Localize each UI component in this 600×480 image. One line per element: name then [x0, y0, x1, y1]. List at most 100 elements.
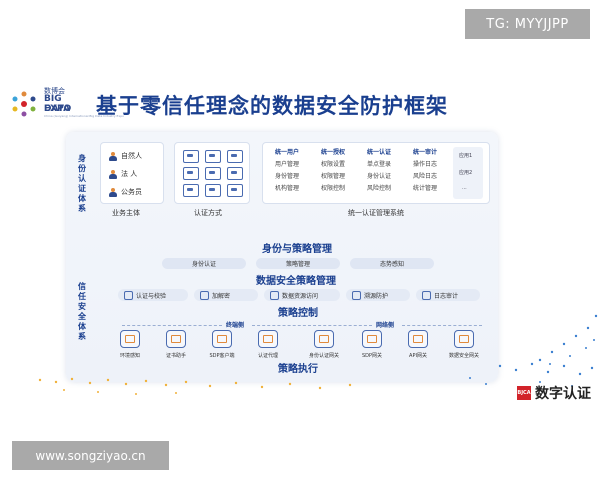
auth-method-icon [183, 184, 199, 197]
framework-diagram: 身份认证体系 自然人 法 人 公务员 统 [66, 132, 498, 382]
column-item: 身份管理 [274, 173, 299, 180]
column-item: 风险控制 [366, 185, 391, 192]
decorative-dots [38, 362, 594, 395]
auth-methods-panel [174, 142, 250, 204]
network-divider-right [402, 325, 482, 326]
subject-item: 自然人 [109, 151, 142, 161]
exec-item: 环境感知 [108, 330, 152, 359]
trust-section-label: 信任安全体系 [78, 282, 86, 341]
unified-management-panel: 统一用户 用户管理 身份管理 机构管理 统一授权 权限设置 权限管理 权限控制 … [262, 142, 490, 204]
control-item: 日志审计 [416, 289, 480, 301]
person-icon [109, 151, 117, 161]
person-icon [109, 187, 117, 197]
logo-text-bigdata: BIG DATA [44, 94, 71, 114]
column-header: 统一审计 [412, 149, 437, 156]
exec-item: API网关 [396, 330, 440, 359]
exec-item: SDP客户端 [200, 330, 244, 359]
subjects-caption: 业务主体 [112, 209, 140, 217]
column-item: 权限控制 [320, 185, 345, 192]
identity-policy-title: 身份与策略管理 [262, 244, 332, 255]
app-item: ... [462, 185, 467, 191]
sdp-gateway-icon [362, 330, 382, 348]
terminal-divider-left [122, 325, 222, 326]
column-item: 权限管理 [320, 173, 345, 180]
auth-proxy-icon [258, 330, 278, 348]
column-header: 统一授权 [320, 149, 345, 156]
control-item: 加解密 [194, 289, 258, 301]
column-unified-authentication: 统一认证 单点登录 身份认证 风险控制 [355, 147, 403, 195]
sdp-client-icon [212, 330, 232, 348]
person-icon [109, 169, 117, 179]
expo-logo-icon [12, 91, 36, 117]
certificate-icon [166, 330, 186, 348]
exec-item: 数据安全网关 [442, 330, 486, 359]
apps-box: 应用1 应用2 ... [453, 147, 483, 199]
auth-method-icon [227, 167, 243, 180]
api-gateway-icon [408, 330, 428, 348]
database-icon [270, 290, 279, 300]
column-item: 单点登录 [366, 161, 391, 168]
column-item: 风险日志 [412, 173, 437, 180]
column-unified-user: 统一用户 用户管理 身份管理 机构管理 [263, 147, 311, 195]
exec-item: 认证代理 [246, 330, 290, 359]
auth-method-icon [205, 167, 221, 180]
environment-sense-icon [120, 330, 140, 348]
identity-policy-item: 策略管理 [256, 258, 340, 269]
exec-title: 策略执行 [278, 364, 318, 375]
column-header: 统一认证 [366, 149, 391, 156]
logo-text-sub: China (Guiyang) International Big Data I… [44, 114, 124, 118]
column-unified-authorization: 统一授权 权限设置 权限管理 权限控制 [309, 147, 357, 195]
column-item: 权限设置 [320, 161, 345, 168]
brand-logo: BJCA 数字认证 [517, 383, 591, 403]
page-title: 基于零信任理念的数据安全防护框架 [96, 94, 448, 118]
decorative-dots-right [538, 314, 598, 365]
system-caption: 统一认证管理系统 [348, 209, 404, 217]
subject-label: 公务员 [121, 188, 142, 196]
column-item: 统计管理 [412, 185, 437, 192]
auth-caption: 认证方式 [194, 209, 222, 217]
identity-policy-item: 态势感知 [350, 258, 434, 269]
watermark-top: TG: MYYJJPP [465, 9, 590, 39]
auth-method-icon [227, 150, 243, 163]
shield-icon [124, 290, 133, 300]
app-item: 应用1 [459, 153, 473, 159]
column-item: 用户管理 [274, 161, 299, 168]
data-policy-title: 数据安全策略管理 [256, 276, 336, 287]
brand-mark-icon: BJCA [517, 386, 531, 400]
exec-item: SDP网关 [350, 330, 394, 359]
column-unified-audit: 统一审计 操作日志 风险日志 统计管理 [401, 147, 449, 195]
control-item: 数据资源访问 [264, 289, 340, 301]
subjects-panel: 自然人 法 人 公务员 [100, 142, 164, 204]
logo-text-expo: EXPO [44, 104, 72, 114]
column-item: 操作日志 [412, 161, 437, 168]
auth-method-icon [205, 150, 221, 163]
exec-item: 证书助手 [154, 330, 198, 359]
subject-item: 法 人 [109, 169, 137, 179]
subject-label: 自然人 [121, 152, 142, 160]
subject-label: 法 人 [121, 170, 138, 178]
watermark-bottom: www.songziyao.cn [12, 441, 169, 470]
trace-icon [352, 290, 361, 300]
auth-method-icon [227, 184, 243, 197]
app-item: 应用2 [459, 170, 473, 176]
control-title: 策略控制 [278, 308, 318, 319]
identity-section-label: 身份认证体系 [78, 154, 86, 213]
auth-method-icon [183, 167, 199, 180]
subject-item: 公务员 [109, 187, 142, 197]
exec-item: 身份认证网关 [302, 330, 346, 359]
side-divider-middle [252, 325, 372, 326]
control-item: 溯源防护 [346, 289, 410, 301]
data-security-gateway-icon [454, 330, 474, 348]
column-item: 身份认证 [366, 173, 391, 180]
column-header: 统一用户 [274, 149, 299, 156]
terminal-side-label: 终端侧 [226, 322, 245, 329]
auth-method-icon [205, 184, 221, 197]
key-icon [200, 290, 209, 300]
logo-text-cn: 数博会 [44, 87, 65, 95]
identity-gateway-icon [314, 330, 334, 348]
expo-logo: 数博会 BIG DATA EXPO China (Guiyang) Intern… [8, 86, 124, 122]
log-icon [422, 290, 431, 300]
control-item: 认证与校验 [118, 289, 188, 301]
identity-policy-item: 身份认证 [162, 258, 246, 269]
column-item: 机构管理 [274, 185, 299, 192]
